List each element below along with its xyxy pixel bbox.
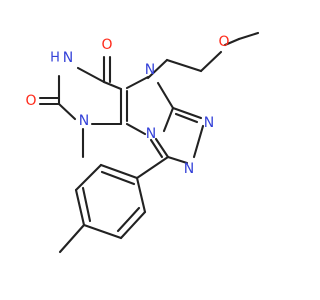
bond-ethyl-ch2 (165, 58, 203, 73)
bond-tolyl-3 (74, 188, 86, 227)
bond-tolyl-methyl (58, 223, 86, 254)
bond-triazole-right (192, 124, 205, 159)
bond-tolyl-2 (74, 163, 103, 192)
atom-nitrogen-side-chain: N (145, 62, 155, 78)
atom-nitrogen-triazole-right: N (204, 115, 214, 131)
bond-triazole-top-right (171, 106, 203, 120)
bond-tolyl-5-double (116, 206, 141, 233)
bond-ring-bottom-left (57, 102, 77, 121)
bond-ethyl-to-n (146, 58, 169, 80)
atom-oxygen-top: O (101, 37, 112, 53)
bond-ring-top (102, 80, 123, 91)
bond-imidazole-right-bottom (162, 106, 175, 133)
atom-nitrogen-triazole-bottom: N (184, 161, 194, 177)
atom-oxygen-left: O (25, 93, 36, 109)
bond-triazole-left-bottom (154, 137, 170, 159)
bond-imidazole-bottom (125, 122, 147, 136)
bond-tolyl-3-double (81, 186, 92, 223)
bond-tolyl-4 (82, 223, 123, 240)
atom-oxygen-methoxy: O (218, 34, 229, 50)
bond-imidazole-top (125, 75, 150, 90)
molecule-structure-diagram: O O O H N N N N N N (25, 31, 260, 254)
bond-methoxy-o-left (199, 50, 223, 73)
bond-triazole-top-right-double (174, 112, 199, 124)
bond-imidazole-right-top (156, 81, 175, 110)
bond-methoxy-o-right (223, 37, 241, 47)
bond-methoxy-methyl (237, 31, 260, 41)
atom-hydrogen-amide: H (50, 51, 60, 66)
bond-tolyl-1 (99, 163, 139, 180)
bond-tolyl-link (135, 155, 170, 180)
bond-tolyl-5 (119, 210, 147, 240)
bond-tolyl-6 (135, 176, 147, 214)
bond-ring-top-left (76, 66, 106, 84)
atom-nitrogen-amide: N (63, 50, 73, 66)
atom-nitrogen-fused: N (146, 126, 156, 142)
atom-nitrogen-methyl: N (79, 113, 89, 129)
bond-tolyl-1-double (100, 170, 136, 186)
bond-triazole-left-bottom-double (149, 138, 164, 159)
bond-triazole-bottom (166, 155, 189, 165)
